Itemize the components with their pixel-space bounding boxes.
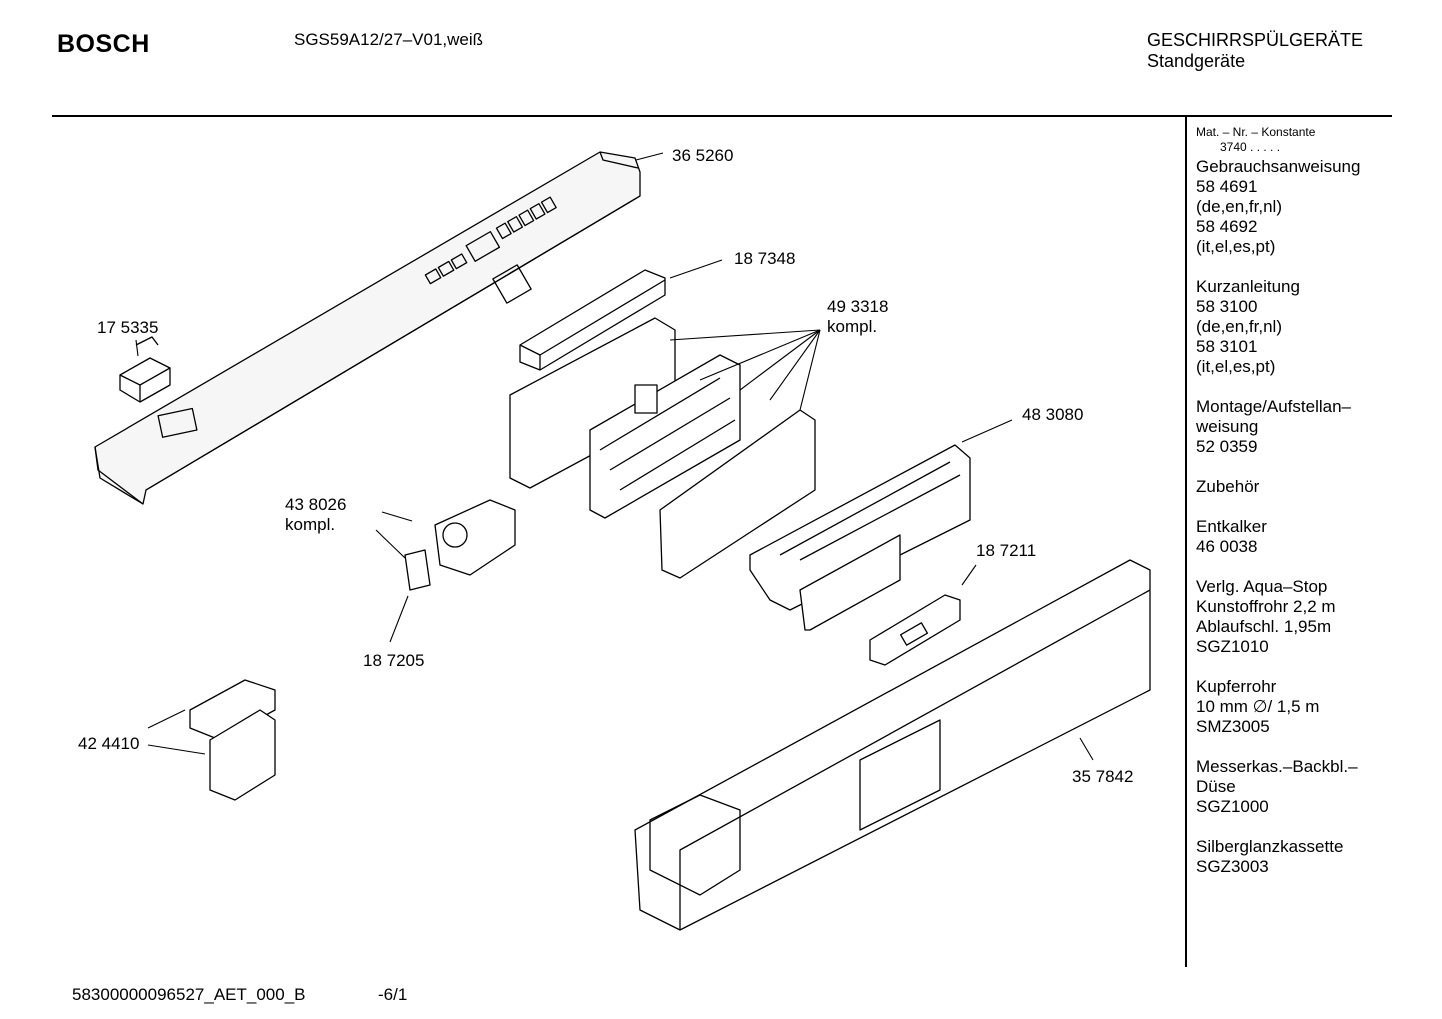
part-label-18-7211: 18 7211 bbox=[976, 541, 1036, 561]
sidebar-line: (de,en,fr,nl) bbox=[1196, 197, 1282, 216]
sidebar-line: (it,el,es,pt) bbox=[1196, 357, 1276, 376]
part-number: 18 7205 bbox=[363, 651, 425, 670]
sidebar-line: 58 4691 bbox=[1196, 177, 1258, 196]
sidebar-line: Düse bbox=[1196, 777, 1236, 796]
part-number: 48 3080 bbox=[1022, 405, 1084, 424]
part-label-42-4410: 42 4410 bbox=[78, 734, 139, 754]
sidebar-line: Kurzanleitung bbox=[1196, 277, 1300, 296]
part-number: 17 5335 bbox=[97, 318, 159, 337]
part-suffix: kompl. bbox=[827, 317, 878, 336]
sidebar-line: SGZ1000 bbox=[1196, 797, 1269, 816]
display-board bbox=[869, 594, 961, 666]
part-number: 36 5260 bbox=[672, 146, 734, 165]
sidebar-line: SGZ3003 bbox=[1196, 857, 1269, 876]
sidebar-line: (it,el,es,pt) bbox=[1196, 237, 1276, 256]
door-switch bbox=[189, 679, 276, 801]
part-label-43-8026: 43 8026 kompl. bbox=[285, 495, 346, 535]
sidebar-line: Messerkas.–Backbl.– bbox=[1196, 757, 1358, 776]
sidebar-line: 52 0359 bbox=[1196, 437, 1258, 456]
sidebar-line: (de,en,fr,nl) bbox=[1196, 317, 1282, 336]
sidebar-line: 58 4692 bbox=[1196, 217, 1258, 236]
brand-logo: BOSCH bbox=[57, 30, 150, 58]
inner-panel bbox=[634, 559, 1151, 931]
sidebar-line: Zubehör bbox=[1196, 477, 1260, 496]
sidebar-line: Ablaufschl. 1,95m bbox=[1196, 617, 1332, 636]
part-number: 18 7348 bbox=[734, 249, 796, 268]
sidebar-line: 58 3100 bbox=[1196, 297, 1258, 316]
part-number: 43 8026 bbox=[285, 495, 347, 514]
category-line-1: GESCHIRRSPÜLGERÄTE bbox=[1147, 30, 1364, 50]
part-label-48-3080: 48 3080 bbox=[1022, 405, 1083, 425]
page-number: -6/1 bbox=[378, 985, 408, 1004]
part-suffix: kompl. bbox=[285, 515, 336, 534]
exploded-parts-drawing bbox=[94, 151, 1151, 931]
material-number-label: Mat. – Nr. – Konstante bbox=[1196, 125, 1316, 139]
part-label-36-5260: 36 5260 bbox=[672, 146, 733, 166]
sidebar-line: Kupferrohr bbox=[1196, 677, 1277, 696]
part-number: 49 3318 bbox=[827, 297, 889, 316]
accessories-sidebar: Mat. – Nr. – Konstante 3740 . . . . . Ge… bbox=[1196, 125, 1436, 877]
part-label-18-7205: 18 7205 bbox=[363, 651, 424, 671]
valve-assembly bbox=[404, 499, 516, 591]
electronic-module bbox=[509, 317, 816, 579]
header-divider bbox=[52, 115, 1392, 117]
category-line-2: Standgeräte bbox=[1147, 51, 1246, 71]
material-number-value: 3740 . . . . . bbox=[1220, 140, 1281, 154]
button-strip bbox=[519, 269, 666, 371]
sidebar-line: SGZ1010 bbox=[1196, 637, 1269, 656]
sidebar-line: Silberglanzkassette bbox=[1196, 837, 1344, 856]
sidebar-divider bbox=[1185, 117, 1187, 967]
part-number: 42 4410 bbox=[78, 734, 140, 753]
document-id: 58300000096527_AET_000_B bbox=[72, 985, 306, 1004]
leader-lines bbox=[135, 152, 1094, 761]
sidebar-line: Gebrauchsanweisung bbox=[1196, 157, 1361, 176]
sidebar-line: 58 3101 bbox=[1196, 337, 1258, 356]
display-frame bbox=[749, 444, 971, 631]
part-number: 35 7842 bbox=[1072, 767, 1134, 786]
sidebar-line: 10 mm ∅/ 1,5 m bbox=[1196, 697, 1320, 716]
part-label-35-7842: 35 7842 bbox=[1072, 767, 1133, 787]
sidebar-group: Zubehör bbox=[1196, 477, 1436, 497]
sidebar-line: Kunstoffrohr 2,2 m bbox=[1196, 597, 1336, 616]
material-number-block: Mat. – Nr. – Konstante 3740 . . . . . bbox=[1196, 125, 1436, 155]
clip-part bbox=[119, 336, 171, 403]
sidebar-line: Entkalker bbox=[1196, 517, 1267, 536]
sidebar-line: weisung bbox=[1196, 417, 1259, 436]
part-label-17-5335: 17 5335 bbox=[97, 318, 158, 338]
sidebar-line: SMZ3005 bbox=[1196, 717, 1270, 736]
part-number: 18 7211 bbox=[976, 541, 1037, 560]
category-title: GESCHIRRSPÜLGERÄTE Standgeräte bbox=[1147, 30, 1363, 72]
sidebar-line: 46 0038 bbox=[1196, 537, 1258, 556]
sidebar-line: Montage/Aufstellan– bbox=[1196, 397, 1351, 416]
sidebar-line: Verlg. Aqua–Stop bbox=[1196, 577, 1328, 596]
control-panel-fascia bbox=[94, 151, 641, 505]
model-number: SGS59A12/27–V01,weiß bbox=[294, 30, 484, 49]
part-label-18-7348: 18 7348 bbox=[734, 249, 795, 269]
part-label-49-3318: 49 3318 kompl. bbox=[827, 297, 888, 337]
